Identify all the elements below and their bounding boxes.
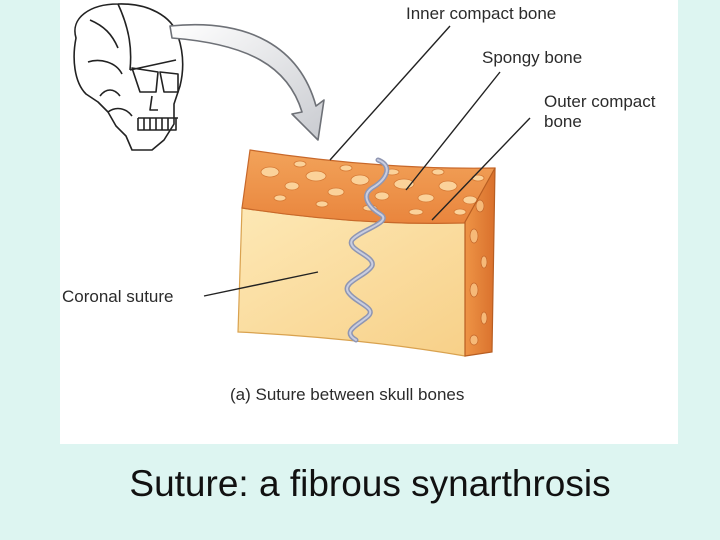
leader-outer-compact: [431, 117, 531, 221]
leader-lines: [203, 25, 531, 297]
slide-title: Suture: a fibrous synarthrosis: [129, 463, 611, 504]
leader-spongy: [405, 71, 501, 191]
skull-icon: [73, 3, 184, 151]
label-inner-compact-bone: Inner compact bone: [406, 4, 557, 23]
figure-panel: Inner compact bone Spongy bone Outer com…: [60, 0, 678, 444]
label-spongy-bone: Spongy bone: [482, 48, 583, 67]
label-coronal-suture: Coronal suture: [62, 287, 174, 306]
suture-illustration: [73, 3, 531, 357]
label-outer-compact-bone: Outer compact bone: [544, 92, 656, 131]
bone-block-illustration: [237, 149, 496, 357]
curved-arrow-icon: [169, 24, 325, 141]
figure-caption: (a) Suture between skull bones: [230, 385, 465, 404]
leader-inner-compact: [329, 25, 451, 161]
leader-coronal-suture: [203, 271, 319, 297]
